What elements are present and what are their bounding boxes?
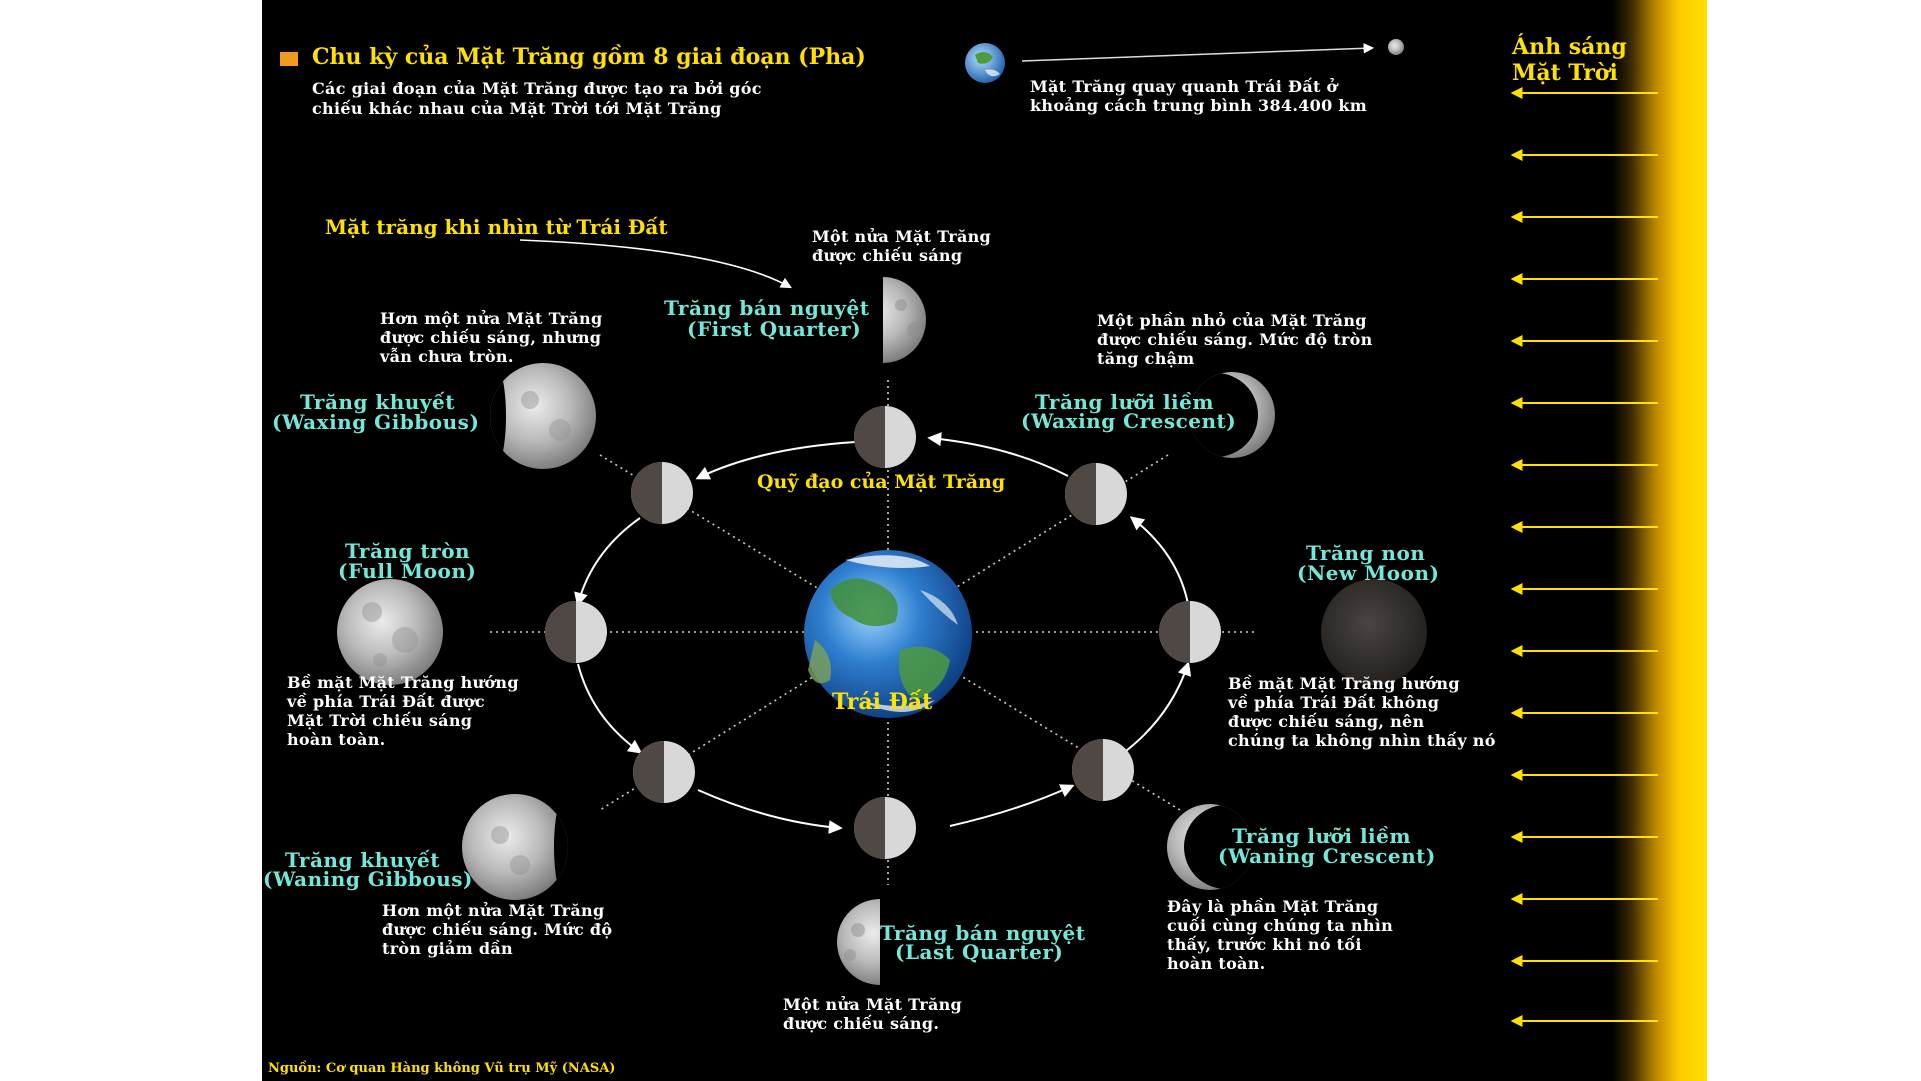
full-moon-desc-1: Bề mặt Mặt Trăng hướng	[287, 673, 519, 692]
moon-waning-gibbous	[462, 794, 568, 900]
first-quarter-desc-1: Một nửa Mặt Trăng	[812, 227, 992, 246]
moon-new	[1321, 579, 1427, 685]
sun-glow	[1612, 0, 1707, 1081]
orbit-moon-upper-left	[631, 462, 693, 524]
waxing-crescent-desc-2: được chiếu sáng. Mức độ tròn	[1097, 330, 1373, 349]
moon-waxing-gibbous	[490, 363, 596, 469]
orbit-moon-top	[854, 406, 916, 468]
moon-full	[337, 579, 443, 685]
orbit-moon-upper-right	[1065, 463, 1127, 525]
small-earth-icon	[965, 43, 1005, 83]
sunlight-rays	[1510, 87, 1658, 1027]
waning-crescent-desc-1: Đây là phần Mặt Trăng	[1167, 897, 1379, 916]
full-moon-name-en: (Full Moon)	[338, 559, 477, 583]
orbit-moon-lower-right	[1072, 739, 1134, 801]
orbit-moon-bottom	[854, 797, 916, 859]
orbit-label: Quỹ đạo của Mặt Trăng	[757, 471, 1006, 493]
waxing-crescent-name-vi: Trăng lưỡi liềm	[1035, 390, 1215, 414]
full-moon-desc-3: Mặt Trời chiếu sáng	[287, 711, 473, 730]
subtitle-line-2: chiếu khác nhau của Mặt Trời tới Mặt Tră…	[312, 99, 722, 118]
new-moon-desc-1: Bề mặt Mặt Trăng hướng	[1228, 674, 1460, 693]
last-quarter-desc-2: được chiếu sáng.	[783, 1014, 940, 1033]
moon-last-quarter	[837, 899, 880, 985]
new-moon-desc-2: về phía Trái Đất không	[1228, 693, 1440, 712]
new-moon-desc-4: chúng ta không nhìn thấy nó	[1228, 731, 1496, 750]
full-moon-desc-2: về phía Trái Đất được	[287, 692, 485, 711]
full-moon-desc-4: hoàn toàn.	[287, 730, 386, 749]
distance-text-line-1: Mặt Trăng quay quanh Trái Đất ở	[1030, 77, 1338, 96]
diagram-title: Chu kỳ của Mặt Trăng gồm 8 giai đoạn (Ph…	[312, 44, 866, 70]
source-credit: Nguồn: Cơ quan Hàng không Vũ trụ Mỹ (NAS…	[268, 1061, 616, 1076]
orbit-moon-lower-left	[633, 741, 695, 803]
subtitle-line-1: Các giai đoạn của Mặt Trăng được tạo ra …	[312, 79, 762, 98]
waning-gibbous-name-vi: Trăng khuyết	[285, 848, 440, 872]
moon-waxing-crescent	[1189, 372, 1275, 458]
last-quarter-name-en: (Last Quarter)	[895, 940, 1064, 964]
waxing-gibbous-desc-2: được chiếu sáng, nhưng	[380, 328, 602, 347]
diagram-panel	[262, 0, 1707, 1081]
orbit-moon-right	[1159, 601, 1221, 663]
moon-waning-crescent	[1167, 804, 1253, 890]
earth-label: Trái Đất	[832, 689, 933, 715]
waxing-gibbous-desc-1: Hơn một nửa Mặt Trăng	[380, 309, 603, 328]
sunlight-label-line-2: Mặt Trời	[1512, 60, 1618, 86]
title-bullet-square	[280, 52, 298, 66]
moon-from-earth-label: Mặt trăng khi nhìn từ Trái Đất	[325, 215, 668, 239]
moon-first-quarter	[883, 277, 926, 363]
full-moon-name-vi: Trăng tròn	[345, 539, 471, 563]
small-moon-icon	[1388, 39, 1404, 55]
last-quarter-name-vi: Trăng bán nguyệt	[880, 921, 1086, 945]
waxing-crescent-desc-1: Một phần nhỏ của Mặt Trăng	[1097, 311, 1367, 330]
orbit-arrows	[574, 432, 1192, 835]
new-moon-name-vi: Trăng non	[1306, 541, 1426, 565]
first-quarter-name-en: (First Quarter)	[687, 317, 862, 341]
distance-text-line-2: khoảng cách trung bình 384.400 km	[1030, 96, 1368, 115]
waning-gibbous-desc-3: tròn giảm dần	[382, 939, 513, 958]
first-quarter-desc-2: được chiếu sáng	[812, 246, 963, 265]
waning-crescent-name-vi: Trăng lưỡi liềm	[1232, 824, 1412, 848]
distance-arrow	[1021, 43, 1375, 62]
pointer-arrow	[519, 239, 792, 289]
waning-gibbous-desc-1: Hơn một nửa Mặt Trăng	[382, 901, 605, 920]
sunlight-label-line-1: Ánh sáng	[1512, 34, 1627, 60]
new-moon-name-en: (New Moon)	[1297, 561, 1440, 585]
first-quarter-name-vi: Trăng bán nguyệt	[664, 296, 870, 320]
new-moon-desc-3: được chiếu sáng, nên	[1228, 712, 1425, 731]
last-quarter-desc-1: Một nửa Mặt Trăng	[783, 995, 963, 1014]
waxing-gibbous-name-vi: Trăng khuyết	[300, 390, 455, 414]
orbit-moon-left	[545, 601, 607, 663]
waning-gibbous-name-en: (Waning Gibbous)	[263, 867, 474, 891]
waning-crescent-name-en: (Waning Crescent)	[1218, 844, 1436, 868]
waning-crescent-desc-3: thấy, trước khi nó tối	[1167, 935, 1362, 954]
waxing-gibbous-name-en: (Waxing Gibbous)	[272, 410, 480, 434]
waxing-gibbous-desc-3: vẫn chưa tròn.	[380, 347, 514, 366]
waning-gibbous-desc-2: được chiếu sáng. Mức độ	[382, 920, 613, 939]
waning-crescent-desc-2: cuối cùng chúng ta nhìn	[1167, 916, 1394, 935]
waxing-crescent-desc-3: tăng chậm	[1097, 349, 1195, 368]
waning-crescent-desc-4: hoàn toàn.	[1167, 954, 1266, 973]
earth-globe	[804, 550, 972, 718]
waxing-crescent-name-en: (Waxing Crescent)	[1021, 409, 1237, 433]
